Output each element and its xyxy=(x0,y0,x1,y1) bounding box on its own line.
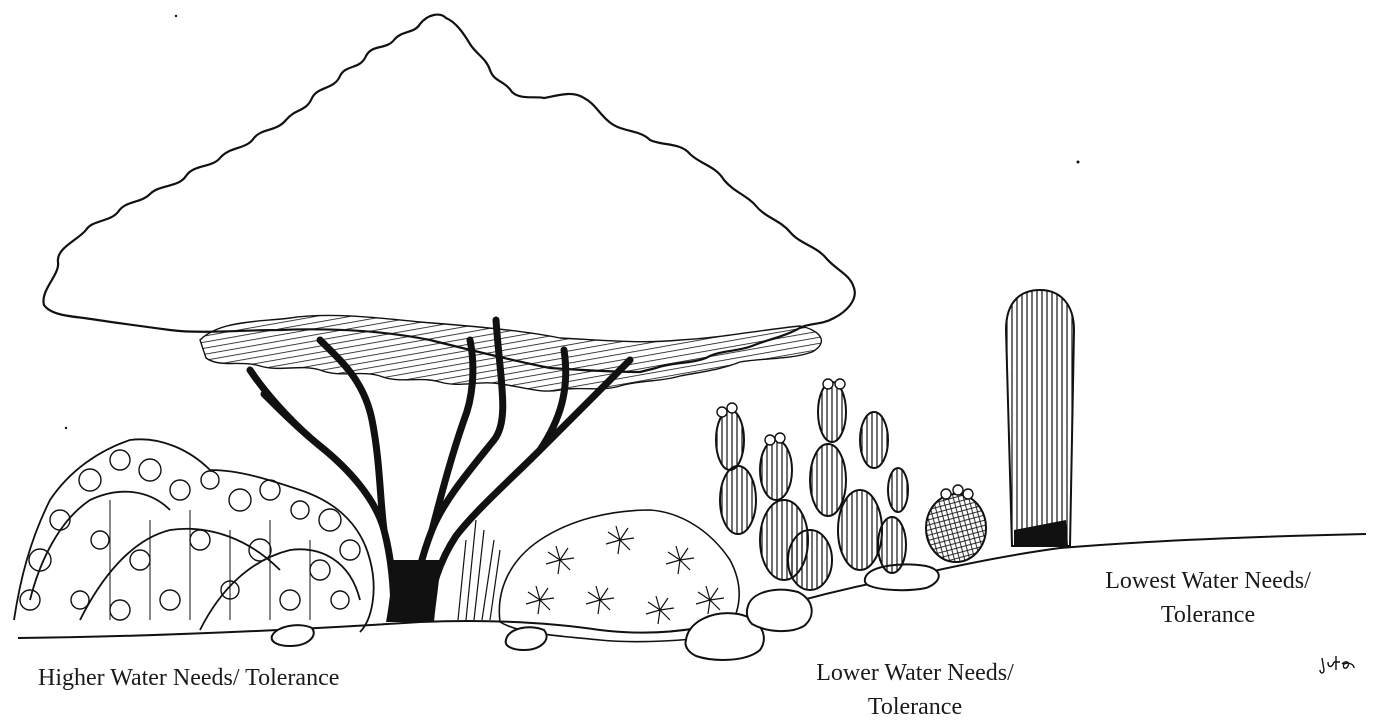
label-lowest-water: Lowest Water Needs/ Tolerance xyxy=(1058,564,1358,632)
label-lower-line2: Tolerance xyxy=(770,690,1060,724)
label-lower-line1: Lower Water Needs/ xyxy=(770,656,1060,690)
tree-canopy xyxy=(43,15,854,372)
columnar-cactus xyxy=(1006,290,1074,546)
bushes-higher-water xyxy=(14,439,374,632)
label-lowest-line2: Tolerance xyxy=(1058,598,1358,632)
speck xyxy=(65,427,67,429)
label-higher-text: Higher Water Needs/ Tolerance xyxy=(38,665,339,691)
rock xyxy=(747,590,812,631)
label-lower-water: Lower Water Needs/ Tolerance xyxy=(770,656,1060,724)
barrel-cactus xyxy=(926,485,986,562)
label-lowest-line1: Lowest Water Needs/ xyxy=(1058,564,1358,598)
speck xyxy=(1077,161,1080,164)
speck xyxy=(175,15,177,17)
grass xyxy=(458,520,500,620)
rock xyxy=(506,627,547,650)
artist-signature xyxy=(1318,650,1358,678)
rock xyxy=(865,564,939,590)
rock xyxy=(272,625,314,646)
rocks xyxy=(272,564,939,659)
prickly-pear-cactus xyxy=(716,379,908,590)
label-higher-water: Higher Water Needs/ Tolerance xyxy=(38,661,339,695)
tree-base xyxy=(386,560,440,622)
